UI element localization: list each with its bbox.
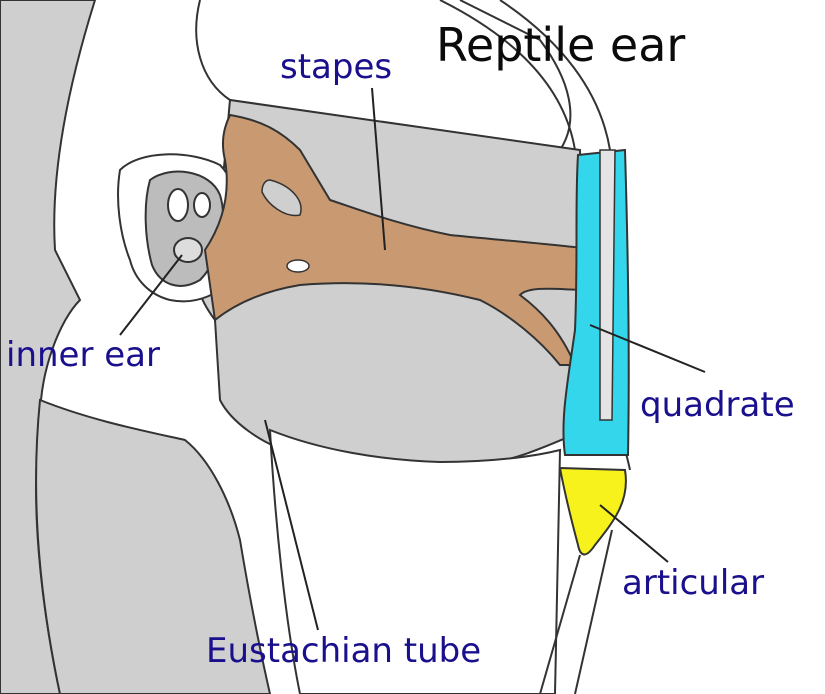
leader-quadrate	[589, 324, 706, 373]
tympanic-outline-inner	[439, 0, 576, 151]
lower-jaw	[539, 529, 613, 694]
stapes-hole	[261, 179, 302, 217]
label-inner-ear: inner ear	[6, 335, 160, 375]
articular-bone	[558, 466, 627, 556]
label-eustachian-tube: Eustachian tube	[206, 631, 482, 671]
tympanic-membrane	[599, 149, 616, 421]
leader-articular	[599, 504, 669, 563]
cochlea-loop-2	[193, 192, 211, 218]
cochlea-loop-1	[167, 188, 189, 222]
leader-eustachian	[264, 419, 319, 631]
lower-tissue	[35, 398, 272, 694]
leader-stapes	[371, 87, 386, 251]
label-articular: articular	[622, 563, 765, 603]
diagram-title: Reptile ear	[436, 18, 686, 72]
stapes-foramen	[286, 259, 310, 273]
label-stapes: stapes	[280, 47, 393, 87]
leader-inner-ear	[119, 254, 183, 336]
eustachian-tube	[268, 428, 562, 694]
label-quadrate: quadrate	[640, 385, 795, 425]
